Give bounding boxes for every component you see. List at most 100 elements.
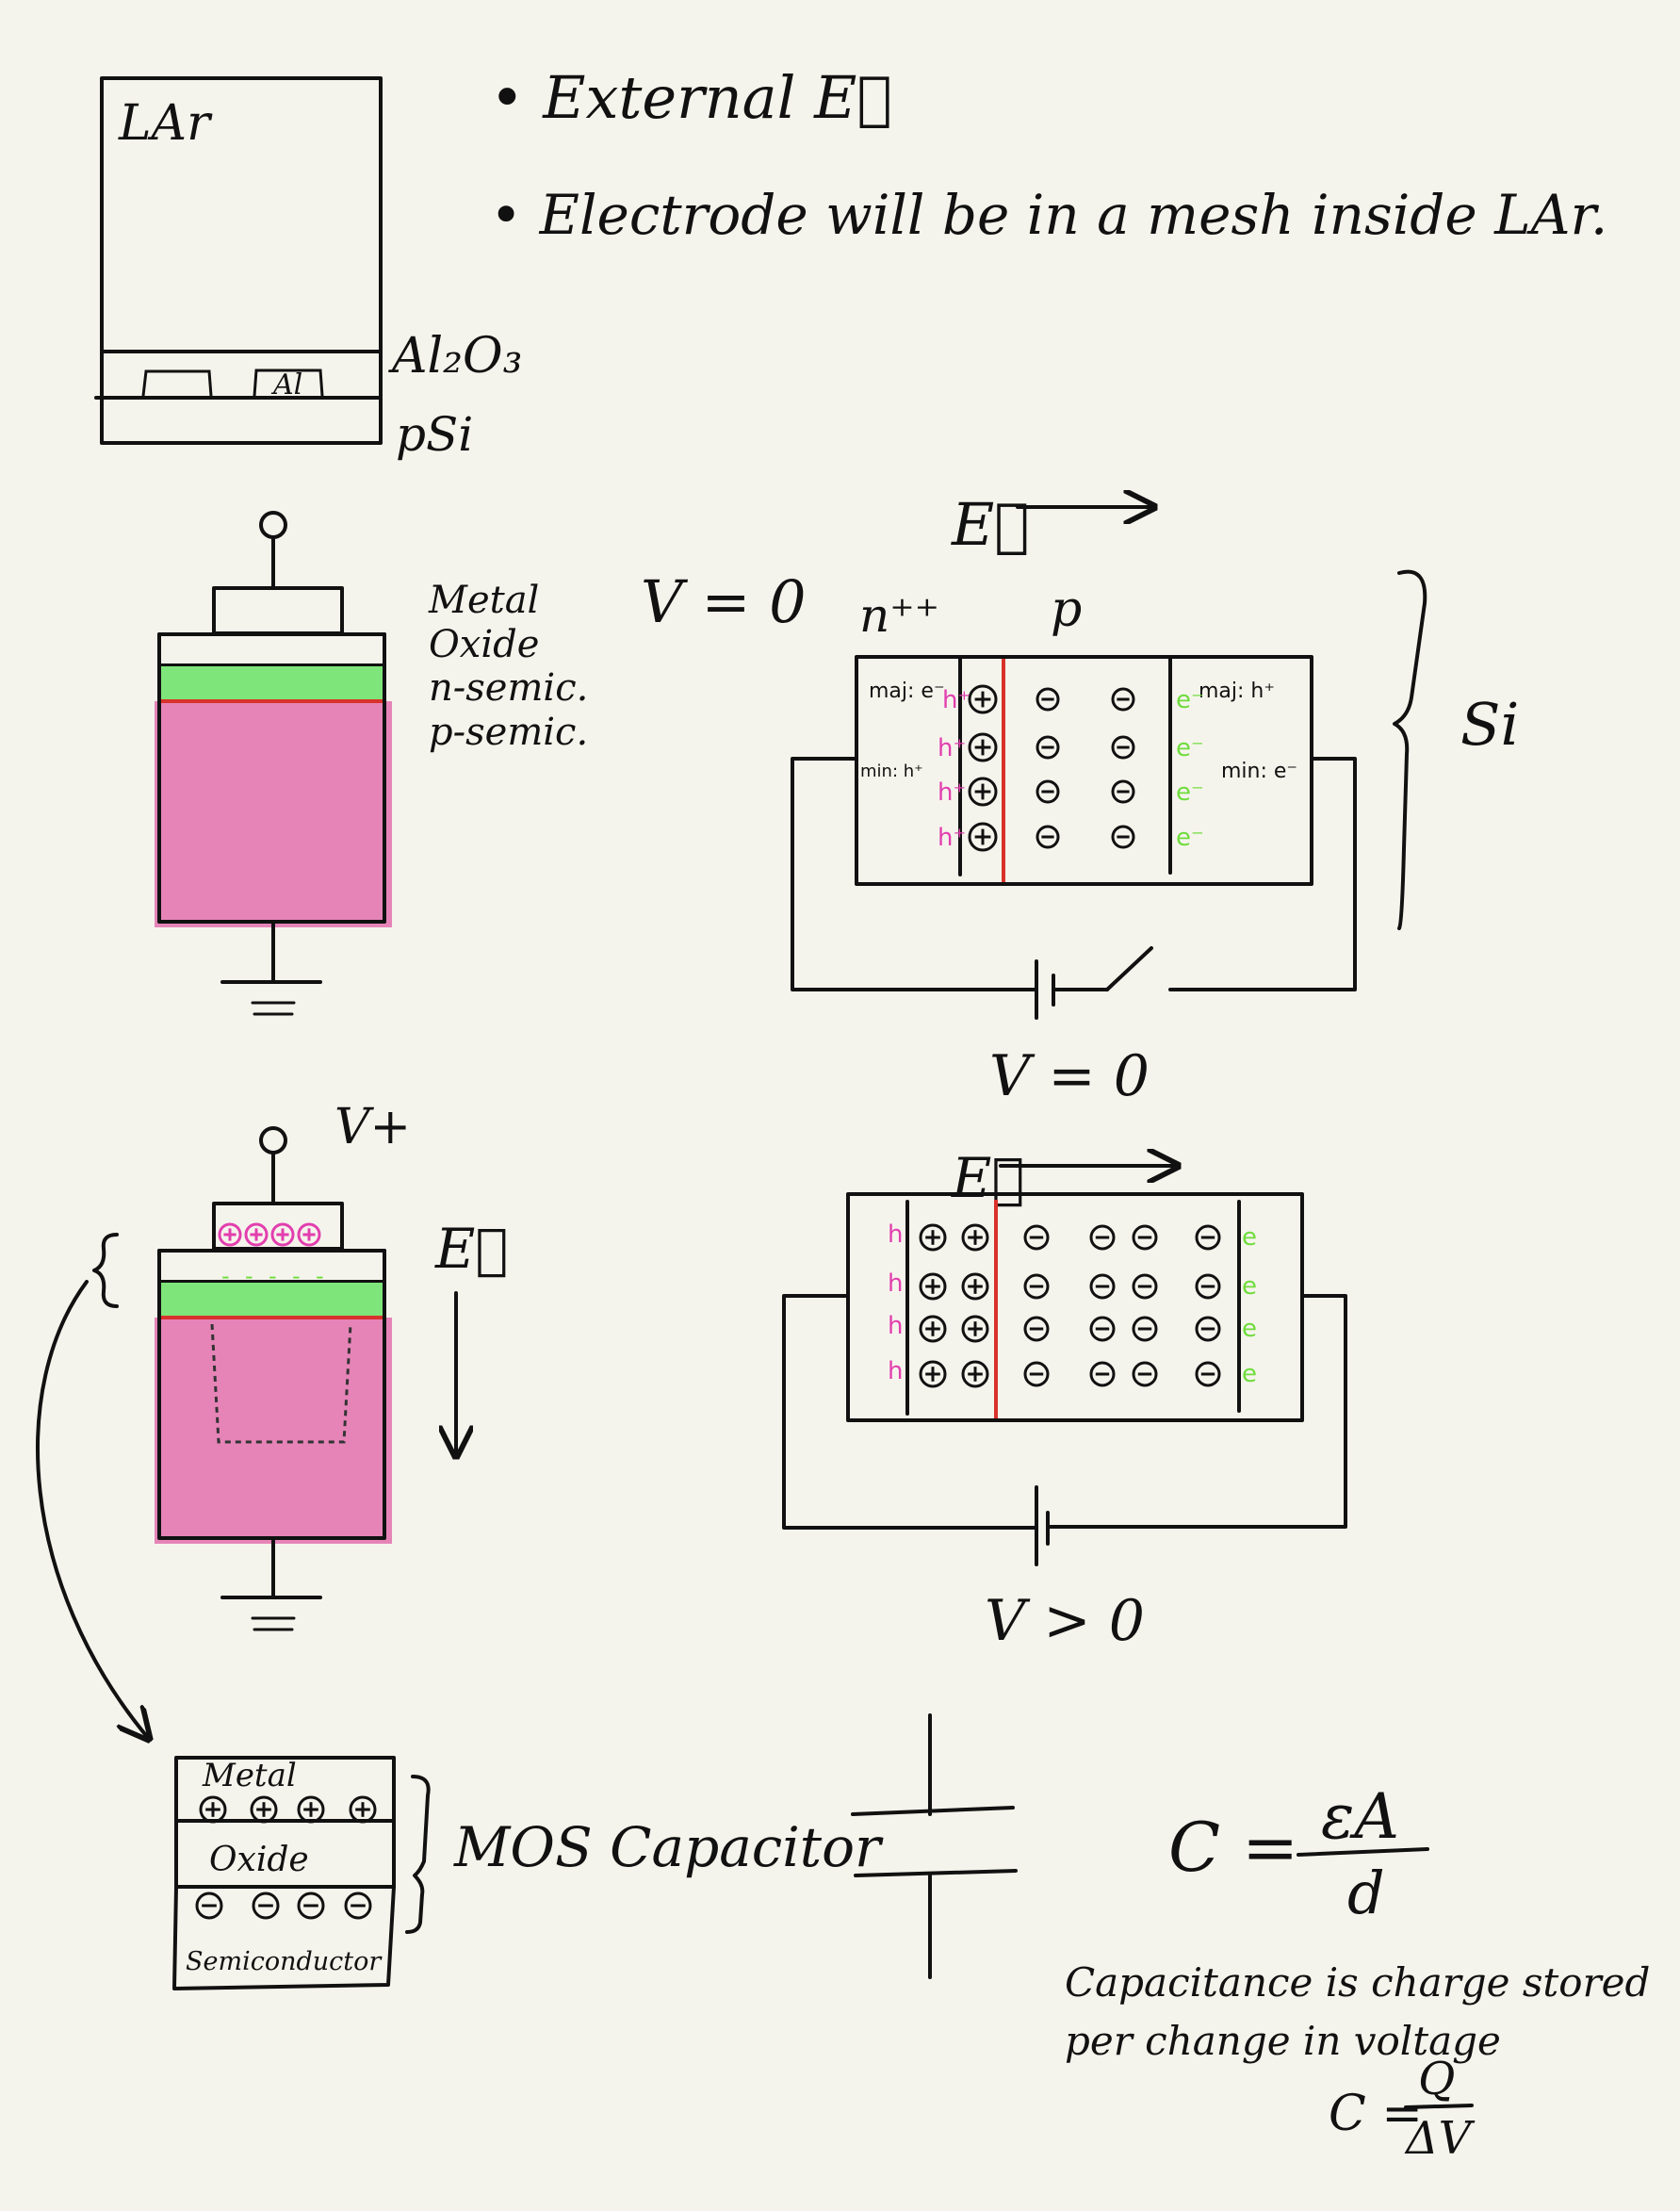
negative-ion-icon — [1195, 1224, 1221, 1251]
terminal-icon-2 — [259, 1126, 287, 1155]
cap-oxide — [174, 1819, 396, 1889]
formula2-denominator: ΔV — [1404, 2112, 1476, 2165]
minority-right-label: min: e⁻ — [1221, 760, 1297, 783]
positive-charge-icon — [270, 1222, 295, 1247]
n-semic-layer-2 — [159, 1283, 384, 1317]
positive-ion-icon — [968, 822, 998, 852]
e-field-label-3: E⃗ — [951, 1146, 1024, 1210]
e-field-label-2: E⃗ — [434, 1217, 508, 1281]
n-plus-plus-label: n⁺⁺ — [859, 588, 939, 643]
circuit-wire-right-2 — [1046, 1294, 1347, 1529]
negative-ion-icon — [1036, 735, 1060, 760]
positive-charge-icon — [250, 1795, 278, 1824]
gate-positive-charges: ----- — [218, 1222, 324, 1289]
electrode-pad-right — [253, 368, 324, 398]
majority-left-label: maj: e⁻ — [869, 680, 945, 703]
negative-ion-icon — [1089, 1316, 1116, 1342]
negative-ion-icon — [1132, 1224, 1158, 1251]
mos-stack-2: V+ ----- E⃗ — [36, 1099, 508, 1739]
al2o3-label: Al₂O₃ — [388, 328, 523, 385]
negative-ion-icon — [1023, 1361, 1050, 1387]
formula-numerator: εA — [1321, 1780, 1399, 1853]
mos-capacitor-title: MOS Capacitor — [453, 1815, 884, 1879]
circuit-wire-left-2 — [782, 1294, 1038, 1530]
negative-ion-icon — [1132, 1316, 1158, 1342]
negative-ion-icon — [1023, 1316, 1050, 1342]
cap-brace — [405, 1775, 431, 1934]
oxide-label: Oxide — [429, 623, 539, 666]
negative-ion-icon — [1132, 1361, 1158, 1387]
fraction-bar — [1297, 1847, 1429, 1857]
v-bottom-label-2: V > 0 — [985, 1588, 1145, 1654]
capacitor-charges — [195, 1795, 377, 1920]
negative-ion-icon — [1089, 1224, 1116, 1251]
hole-label: h⁺ — [938, 824, 966, 852]
p-semic-label: p-semic. — [429, 711, 588, 754]
negative-ion-icon — [1023, 1273, 1050, 1300]
negative-ion-icon — [1089, 1361, 1116, 1387]
charge-grid-1: h⁺e⁻h⁺e⁻h⁺e⁻h⁺e⁻ — [938, 684, 1204, 852]
circuit-wire-left — [791, 757, 1038, 991]
negative-ion-icon — [1036, 779, 1060, 804]
mos-capacitor: Metal Oxide Semiconductor MOS Capacitor … — [172, 1713, 1650, 2165]
inversion-region — [210, 1323, 352, 1444]
hole-label: h⁺ — [938, 734, 966, 762]
n-semic-layer — [159, 666, 384, 700]
silicon-block-2 — [846, 1192, 1304, 1422]
negative-charge-icon — [195, 1892, 223, 1920]
positive-ion-icon — [961, 1315, 989, 1343]
v-plus-label: V+ — [334, 1099, 411, 1155]
fraction-bar-2 — [1404, 2104, 1474, 2109]
hole-label: h⁺ — [938, 778, 966, 807]
cap-semi-label: Semiconductor — [186, 1947, 383, 1976]
majority-right-label: maj: h⁺ — [1199, 680, 1275, 703]
circuit-wire-right — [1168, 757, 1357, 991]
p-semic-layer — [155, 701, 392, 927]
lar-cell: Al LAr Al₂O₃ pSi — [94, 76, 523, 462]
oxide-layer — [157, 632, 386, 667]
formula2-c-label: C = — [1329, 2086, 1423, 2142]
electrode-pad-left — [141, 369, 213, 398]
si-label: Si — [1460, 690, 1519, 759]
al-label: Al — [270, 368, 302, 401]
electron-mark: - — [221, 1263, 230, 1289]
negative-ion-icon — [1089, 1273, 1116, 1300]
electron-label: e — [1242, 1360, 1257, 1388]
negative-charge-icon — [252, 1892, 280, 1920]
mos-stack-1: Metal Oxide n-semic. p-semic. — [155, 511, 588, 1016]
hole-label: h — [888, 1220, 903, 1249]
negative-charge-icon — [297, 1892, 325, 1920]
lar-label: LAr — [118, 95, 213, 152]
negative-ion-icon — [1195, 1316, 1221, 1342]
negative-ion-icon — [1195, 1361, 1221, 1387]
zoom-brace — [92, 1233, 119, 1308]
p-semic-layer-2 — [155, 1318, 392, 1544]
open-switch-icon — [1105, 946, 1153, 991]
electron-label: e⁻ — [1176, 824, 1204, 852]
note-external-e: • External E⃗ — [490, 63, 892, 132]
negative-ion-icon — [1111, 779, 1135, 804]
e-field-label: E⃗ — [951, 490, 1029, 559]
capacitance-description-2: per change in voltage — [1065, 2018, 1501, 2064]
negative-ion-icon — [1023, 1224, 1050, 1251]
positive-ion-icon — [919, 1360, 947, 1388]
terminal-icon — [259, 511, 287, 539]
pn-junction-1: V = 0 E⃗ n⁺⁺ p maj: e⁻ min: h⁺ maj: h⁺ m… — [641, 490, 1519, 1109]
psi-label: pSi — [396, 407, 473, 462]
positive-ion-icon — [919, 1272, 947, 1301]
electron-label: e — [1242, 1223, 1257, 1252]
negative-ion-icon — [1111, 687, 1135, 712]
capacitance-description-1: Capacitance is charge stored — [1065, 1959, 1650, 2006]
notes: • External E⃗ • Electrode will be in a m… — [490, 63, 1607, 247]
positive-ion-icon — [919, 1315, 947, 1343]
positive-ion-icon — [968, 777, 998, 807]
electron-label: e⁻ — [1176, 734, 1204, 762]
gate-metal — [212, 586, 344, 635]
cap-semiconductor — [172, 1885, 396, 1990]
electron-label: e⁻ — [1176, 686, 1204, 714]
electron-mark: - — [245, 1263, 253, 1289]
positive-charge-icon — [297, 1795, 325, 1824]
negative-ion-icon — [1111, 735, 1135, 760]
cap-metal-label: Metal — [202, 1757, 297, 1794]
